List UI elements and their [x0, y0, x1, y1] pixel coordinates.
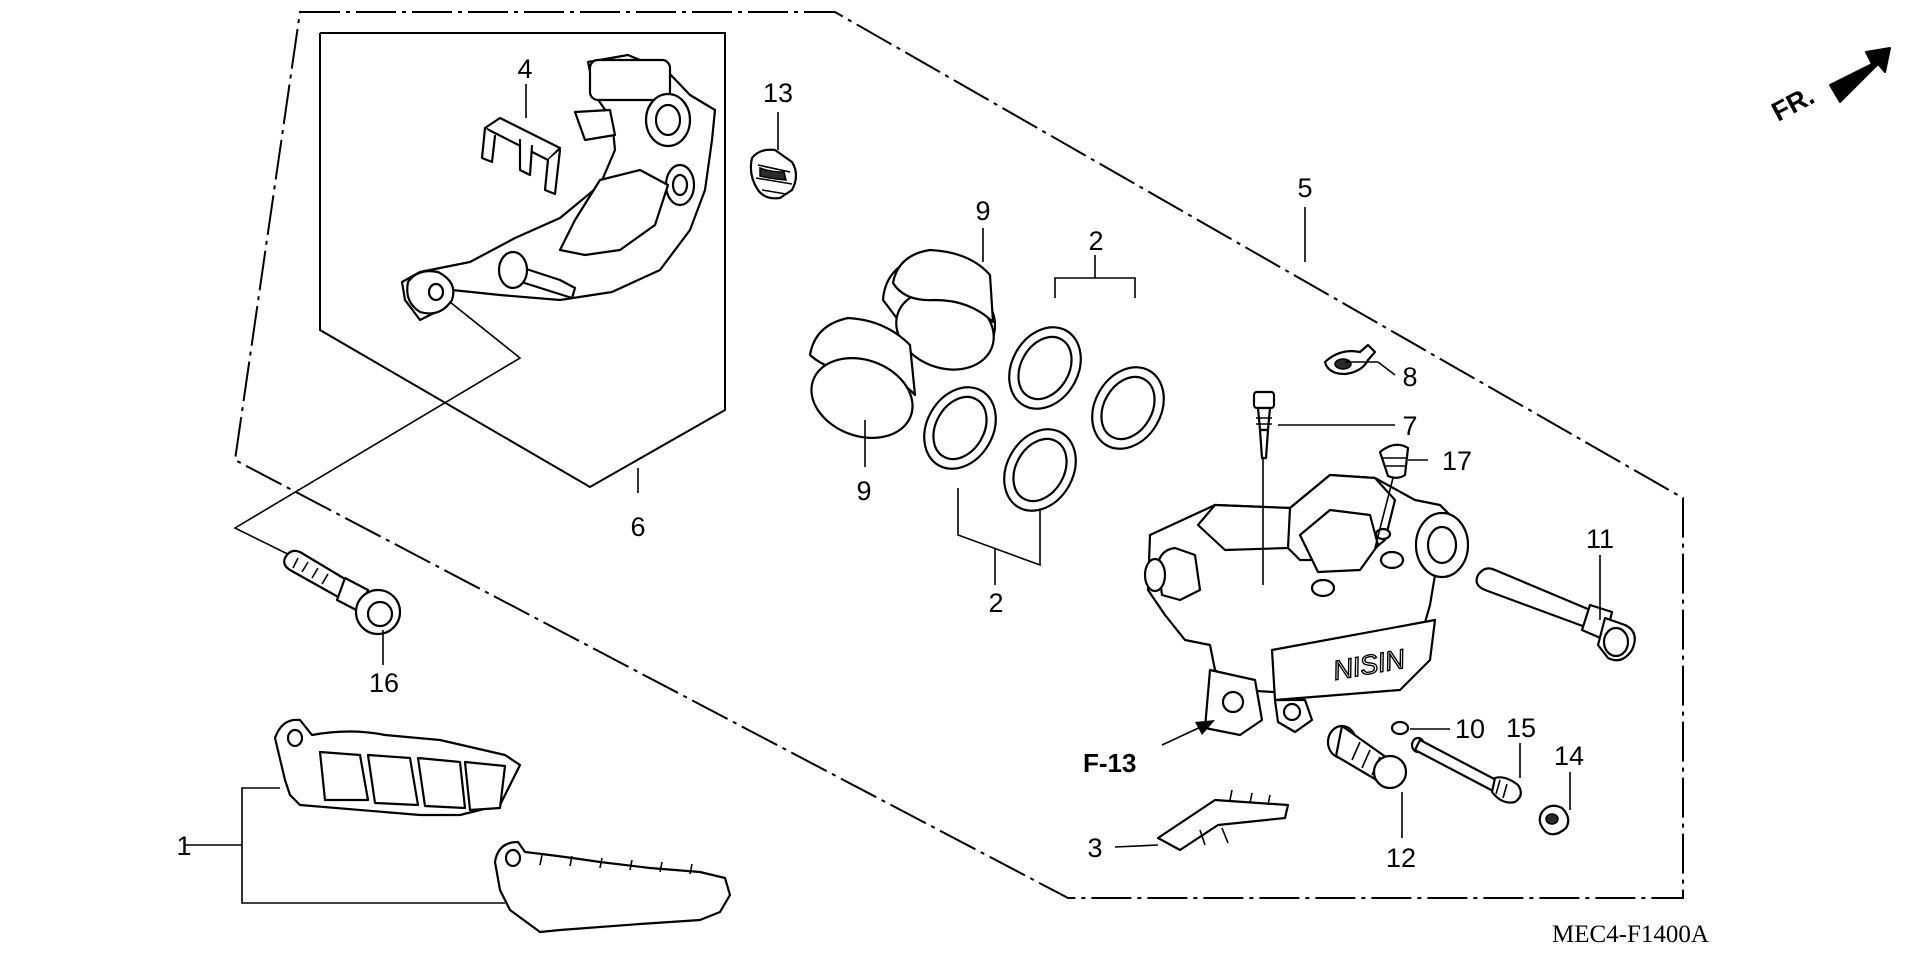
callout-15: 15: [1506, 713, 1536, 743]
callout-1: 1: [176, 831, 191, 861]
bracket-bolt-leader: [233, 297, 522, 571]
pin-bolt: [1475, 567, 1636, 662]
callout-9-top: 9: [975, 196, 990, 226]
callout-10: 10: [1455, 714, 1485, 744]
diagram-code: MEC4-F1400A: [1552, 921, 1709, 948]
piston-seal-1: [1008, 326, 1082, 410]
piston-seal-3: [923, 386, 997, 470]
bleeder-cap: [1378, 443, 1410, 479]
callout-leaders: [382, 84, 1601, 848]
callout-5: 5: [1297, 173, 1312, 203]
piston-upper: [881, 248, 997, 371]
reference-label: F-13: [1083, 748, 1136, 778]
direction-label: FR.: [1767, 80, 1819, 127]
callout-7: 7: [1402, 411, 1417, 441]
piston-seal-4: [1003, 428, 1077, 512]
callout-2-bottom: 2: [988, 588, 1003, 618]
callout-2-top: 2: [1088, 226, 1103, 256]
callout-8: 8: [1402, 362, 1417, 392]
short-pin-bolt: [1326, 724, 1408, 790]
front-direction-arrow: [1829, 47, 1891, 103]
brake-pad-lower: [493, 840, 732, 934]
callout-9-bottom: 9: [856, 476, 871, 506]
bracket-frame: [319, 32, 726, 489]
o-ring: [1390, 720, 1410, 736]
pad-pin: [1410, 736, 1522, 804]
callout-12: 12: [1386, 843, 1416, 873]
callout-6: 6: [630, 512, 645, 542]
rubber-boot: [749, 148, 798, 200]
callout-11: 11: [1586, 524, 1614, 554]
callout-3: 3: [1087, 833, 1102, 863]
caliper-assembly-outline: [233, 11, 1684, 899]
seal-bracket-bottom: [957, 488, 1041, 567]
callout-14: 14: [1554, 741, 1584, 771]
callout-4: 4: [517, 54, 532, 84]
caliper-body: NISIN: [1143, 473, 1470, 737]
callout-16: 16: [369, 668, 399, 698]
callout-17: 17: [1442, 446, 1472, 476]
reference-arrow: [1161, 720, 1215, 746]
bracket-bolt: [283, 549, 402, 636]
brake-pad-upper: [273, 718, 522, 817]
bleeder-valve: [1252, 390, 1276, 460]
bleeder-clip: [1323, 343, 1377, 376]
seal-bracket-top: [1054, 277, 1136, 298]
piston-lower: [808, 316, 917, 439]
pad-pin-plug: [1538, 804, 1570, 836]
callout-13: 13: [763, 78, 793, 108]
caliper-bracket: [400, 53, 717, 322]
pad-retainer-plate: [1156, 789, 1290, 852]
pad-spring: [480, 116, 562, 196]
piston-seal-2: [1091, 366, 1165, 450]
